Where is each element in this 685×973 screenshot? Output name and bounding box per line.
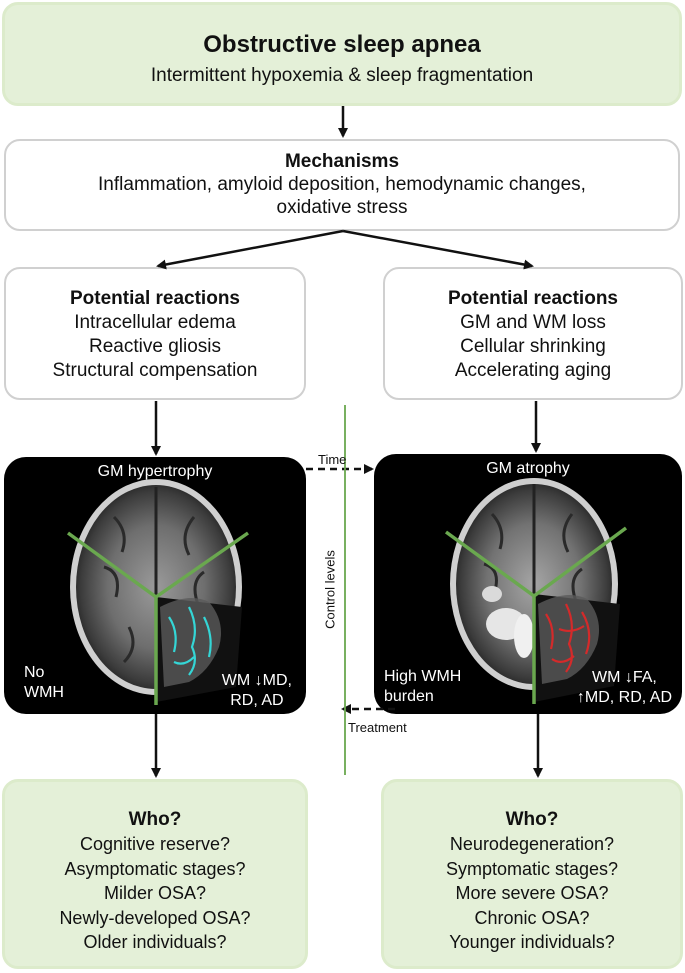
right-tract-overlay xyxy=(545,603,591,673)
left-panel-caption: GM hypertrophy xyxy=(97,463,213,480)
right-reaction-2: Cellular shrinking xyxy=(460,336,606,357)
right-who-box: Who? Neurodegeneration? Symptomatic stag… xyxy=(381,779,683,969)
right-panel-bottom-left: High WMH burden xyxy=(384,668,462,705)
osa-title: Obstructive sleep apnea xyxy=(203,31,481,58)
left-reactions-box: Potential reactions Intracellular edema … xyxy=(4,267,306,400)
left-reaction-2: Reactive gliosis xyxy=(89,336,221,357)
left-reaction-3: Structural compensation xyxy=(52,360,258,381)
left-who-title: Who? xyxy=(128,809,182,830)
left-who-4: Newly-developed OSA? xyxy=(59,907,251,928)
left-brain-panel: GM hypertrophy No WMH WM ↓MD, RD, AD xyxy=(4,457,306,714)
treatment-label: Treatment xyxy=(348,720,407,735)
right-reactions-box: Potential reactions GM and WM loss Cellu… xyxy=(383,267,683,400)
right-who-2: Symptomatic stages? xyxy=(445,858,619,879)
mechanisms-box: Mechanisms Inflammation, amyloid deposit… xyxy=(4,139,680,231)
right-who-4: Chronic OSA? xyxy=(474,907,590,928)
mechanisms-line-1: Inflammation, amyloid deposition, hemody… xyxy=(98,174,586,195)
mechanisms-line-2: oxidative stress xyxy=(276,197,408,218)
left-who-5: Older individuals? xyxy=(83,932,227,952)
osa-subtitle: Intermittent hypoxemia & sleep fragmenta… xyxy=(150,65,534,86)
osa-title-box: Obstructive sleep apnea Intermittent hyp… xyxy=(2,2,682,106)
right-reaction-1: GM and WM loss xyxy=(460,312,606,333)
left-who-box: Who? Cognitive reserve? Asymptomatic sta… xyxy=(2,779,308,969)
right-who-title: Who? xyxy=(505,809,559,830)
right-who-3: More severe OSA? xyxy=(455,883,609,903)
left-who-1: Cognitive reserve? xyxy=(79,834,231,854)
time-label: Time xyxy=(318,452,347,467)
right-reaction-3: Accelerating aging xyxy=(454,360,612,381)
right-panel-bottom-right: WM ↓FA, ↑MD, RD, AD xyxy=(576,669,672,706)
left-brain-image xyxy=(66,479,249,705)
left-who-2: Asymptomatic stages? xyxy=(64,858,246,879)
right-who-5: Younger individuals? xyxy=(449,932,615,952)
mechanisms-title: Mechanisms xyxy=(284,151,400,172)
left-reactions-title: Potential reactions xyxy=(70,288,240,309)
right-brain-image xyxy=(444,478,628,704)
left-who-3: Milder OSA? xyxy=(103,883,207,903)
right-brain-panel: GM atrophy High WMH burden WM ↓FA, ↑MD, … xyxy=(374,454,682,714)
left-panel-bottom-right: WM ↓MD, RD, AD xyxy=(221,672,292,709)
control-levels-label: Control levels xyxy=(322,550,338,629)
right-panel-caption: GM atrophy xyxy=(486,460,570,477)
left-tract-overlay xyxy=(168,606,212,676)
left-panel-bottom-left: No WMH xyxy=(24,664,64,701)
left-reaction-1: Intracellular edema xyxy=(74,312,236,333)
right-reactions-title: Potential reactions xyxy=(448,288,618,309)
right-who-1: Neurodegeneration? xyxy=(449,834,615,854)
